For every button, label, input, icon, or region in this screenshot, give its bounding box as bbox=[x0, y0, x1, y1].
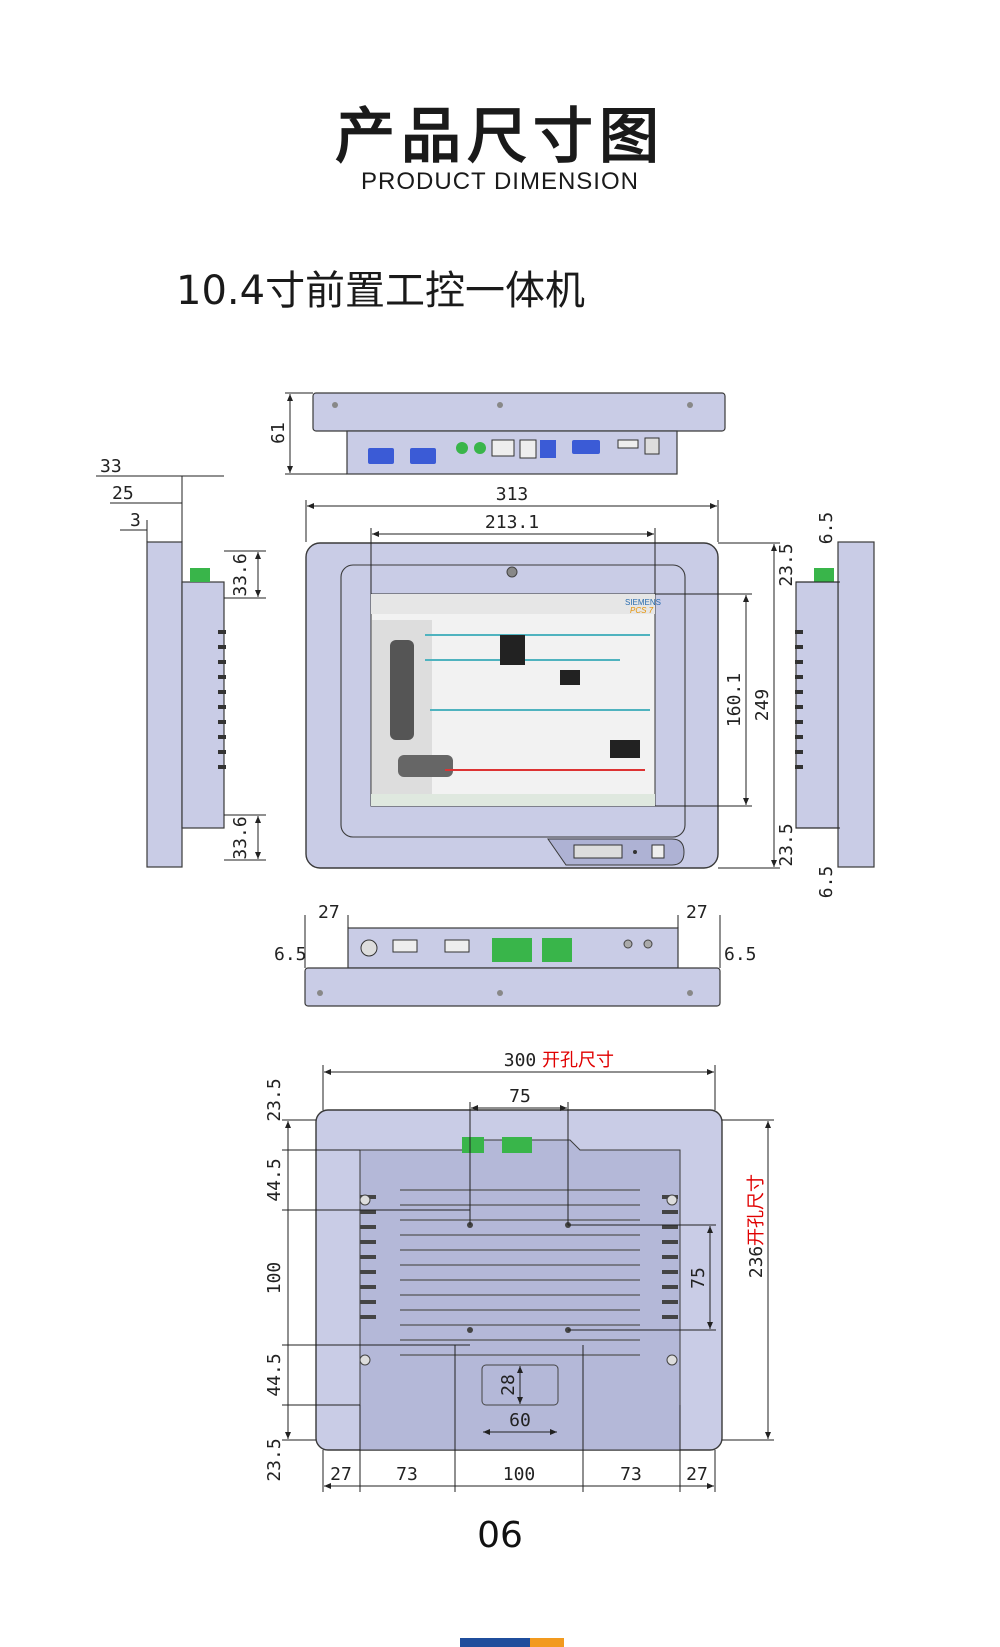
dim-front-height: 249 bbox=[752, 689, 773, 722]
bottom-view: 27 27 6.5 6.5 bbox=[274, 902, 757, 1007]
dim-rear-23-5-top: 23.5 bbox=[264, 1078, 285, 1121]
front-view: SIEMENS PCS 7 313 213.1 160.1 249 bbox=[305, 484, 780, 869]
dim-rear-236: 236 bbox=[746, 1246, 767, 1279]
dim-right-23-5-top: 23.5 bbox=[776, 543, 797, 586]
dim-rear-28: 28 bbox=[498, 1374, 519, 1396]
dim-bottom-27-right: 27 bbox=[686, 902, 708, 923]
dim-rear-width: 300 bbox=[504, 1050, 537, 1071]
dim-front-screen-height: 160.1 bbox=[724, 673, 745, 727]
dim-left-top-33-6: 33.6 bbox=[230, 553, 251, 596]
dim-rear-bottom-100: 100 bbox=[503, 1464, 536, 1485]
screen-brand-2: PCS 7 bbox=[630, 606, 654, 615]
dim-front-screen-width: 213.1 bbox=[485, 512, 539, 533]
top-view: 61 bbox=[268, 392, 726, 475]
right-side-view: 6.5 23.5 23.5 6.5 bbox=[776, 512, 875, 899]
dim-right-6-5-top: 6.5 bbox=[816, 512, 837, 545]
footer-bar-orange bbox=[530, 1638, 564, 1647]
screen-brand-1: SIEMENS bbox=[625, 598, 661, 607]
page-number: 06 bbox=[477, 1515, 523, 1556]
dim-bottom-6-5-right: 6.5 bbox=[724, 944, 757, 965]
dim-left-25: 25 bbox=[112, 483, 134, 504]
dim-top-height: 61 bbox=[268, 422, 289, 444]
dim-rear-bottom-73-left: 73 bbox=[396, 1464, 418, 1485]
dim-rear-75-right: 75 bbox=[688, 1267, 709, 1289]
cutout-size-label-vertical: 开孔尺寸 bbox=[746, 1174, 767, 1246]
dim-rear-44-5-top: 44.5 bbox=[264, 1158, 285, 1201]
dim-front-width: 313 bbox=[496, 484, 529, 505]
cutout-size-label: 开孔尺寸 bbox=[542, 1050, 614, 1071]
dim-rear-100: 100 bbox=[264, 1262, 285, 1295]
dim-rear-bottom-73-right: 73 bbox=[620, 1464, 642, 1485]
page-title: 产品尺寸图 bbox=[335, 102, 665, 172]
dim-rear-60: 60 bbox=[509, 1410, 531, 1431]
dim-rear-44-5-bottom: 44.5 bbox=[264, 1353, 285, 1396]
dim-bottom-27-left: 27 bbox=[318, 902, 340, 923]
page-subtitle: PRODUCT DIMENSION bbox=[361, 168, 639, 195]
dim-rear-75-top: 75 bbox=[509, 1086, 531, 1107]
dim-rear-bottom-27-right: 27 bbox=[686, 1464, 708, 1485]
model-name: 10.4寸前置工控一体机 bbox=[176, 268, 586, 314]
left-side-view: 33 25 3 33.6 33.6 bbox=[96, 456, 266, 868]
dim-right-6-5-bottom: 6.5 bbox=[816, 866, 837, 899]
dim-left-3: 3 bbox=[130, 510, 141, 531]
dim-left-bottom-33-6: 33.6 bbox=[230, 816, 251, 859]
dim-bottom-6-5-left: 6.5 bbox=[274, 944, 307, 965]
dim-rear-23-5-bottom: 23.5 bbox=[264, 1438, 285, 1481]
dim-left-33: 33 bbox=[100, 456, 122, 477]
rear-view: 300 开孔尺寸 75 23.5 44.5 100 44.5 23.5 bbox=[264, 1050, 774, 1492]
dim-right-23-5-bottom: 23.5 bbox=[776, 823, 797, 866]
footer-bar-blue bbox=[460, 1638, 530, 1647]
dim-rear-bottom-27-left: 27 bbox=[330, 1464, 352, 1485]
